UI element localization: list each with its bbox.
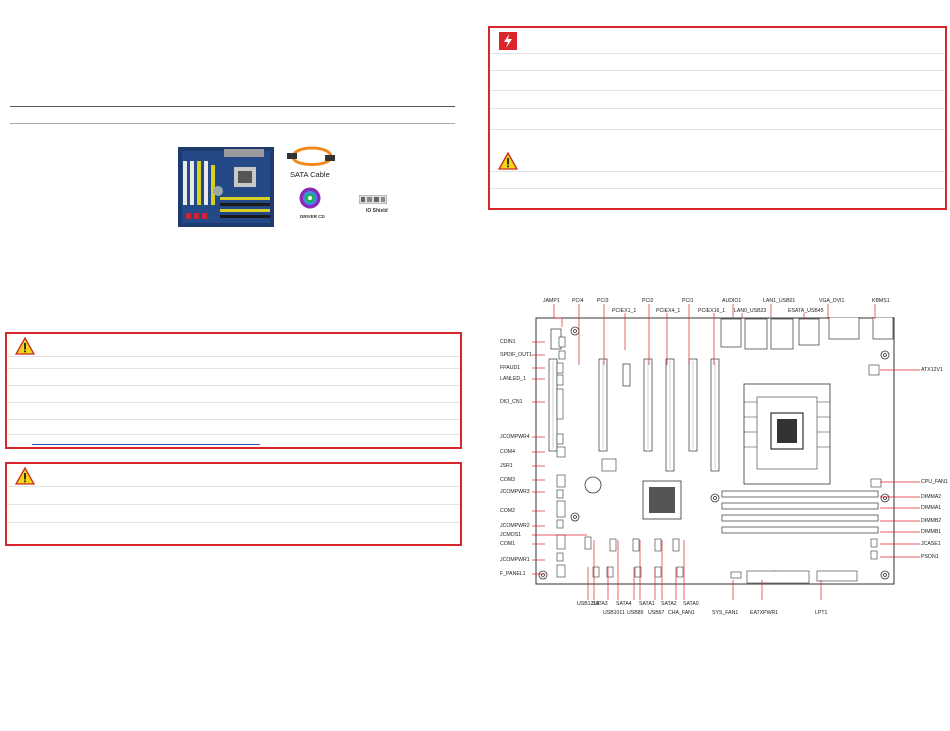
- label-lpt1: LPT1: [815, 610, 828, 616]
- io-shield-image: [359, 195, 387, 204]
- label-lan0-usb23: LAN0_USB23: [734, 308, 767, 314]
- warning-box-right: [488, 26, 947, 210]
- label-sys-fan1: SYS_FAN1: [712, 610, 739, 616]
- web-link[interactable]: [32, 444, 260, 445]
- label-kbms1: KBMS1: [872, 298, 890, 304]
- motherboard-photo: [178, 147, 274, 227]
- label-audio1: AUDIO1: [722, 298, 742, 304]
- label-sata2: SATA2: [661, 601, 677, 607]
- label-lan1-usb01: LAN1_USB01: [763, 298, 796, 304]
- label-cha-fan1: CHA_FAN1: [668, 610, 695, 616]
- label-dio-cn1: DIO_CN1: [500, 399, 523, 405]
- label-f-panel1: F_PANEL1: [500, 571, 526, 577]
- sata-cable-image: [287, 146, 335, 166]
- label-jcmos1: JCMOS1: [500, 532, 522, 538]
- label-com4: COM4: [500, 449, 515, 455]
- section-top-rule: [10, 106, 455, 107]
- driver-cd-label: DRIVER CD: [300, 214, 325, 219]
- label-lanled-1: LANLED_1: [500, 376, 526, 382]
- label-spdif-out1: SPDIF_OUT1: [500, 352, 532, 358]
- label-jcompwr1: JCOMPWR1: [500, 557, 530, 563]
- label-pci2: PCI2: [642, 298, 654, 304]
- label-jcompwr4: JCOMPWR4: [500, 434, 530, 440]
- label-sata4: SATA4: [616, 601, 632, 607]
- label-com1: COM1: [500, 541, 515, 547]
- warning-box-1: [5, 332, 462, 449]
- warning-box-2: [5, 462, 462, 546]
- label-jcompwr2: JCOMPWR2: [500, 523, 530, 529]
- caution-icon: [498, 152, 518, 170]
- label-usb1213: USB1213: [577, 601, 600, 607]
- label-sata0: SATA0: [683, 601, 699, 607]
- label-usb1011: USB1011: [603, 610, 625, 616]
- label-sata1: SATA1: [639, 601, 655, 607]
- electric-hazard-icon: [499, 32, 517, 50]
- label-eatxpwr1: EATXPWR1: [750, 610, 779, 616]
- caution-icon: [15, 467, 35, 485]
- label-pci3: PCI3: [597, 298, 609, 304]
- label-dimmb1: DIMMB1: [921, 529, 942, 535]
- label-vga-dvi1: VGA_DVI1: [819, 298, 845, 304]
- label-dimmb2: DIMMB2: [921, 518, 942, 524]
- label-pciex16-1: PCIEX16_1: [698, 308, 726, 314]
- label-jamp1: JAMP1: [543, 298, 560, 304]
- label-atx12v1: ATX12V1: [921, 367, 943, 373]
- label-jsr1: JSR1: [500, 463, 513, 469]
- label-leader-lines: [532, 304, 920, 600]
- motherboard-layout-diagram: [535, 317, 895, 585]
- label-dimma1: DIMMA1: [921, 505, 942, 511]
- label-com2: COM2: [500, 508, 515, 514]
- caution-icon: [15, 337, 35, 355]
- label-usb89: USB89: [627, 610, 644, 616]
- label-jcompwr3: JCOMPWR3: [500, 489, 530, 495]
- section-sub-rule: [10, 123, 455, 124]
- label-pson1: PSON1: [921, 554, 939, 560]
- label-sata3: SATA3: [592, 601, 608, 607]
- label-cdin1: CDIN1: [500, 339, 516, 345]
- label-com3: COM3: [500, 477, 515, 483]
- label-cpu-fan1: CPU_FAN1: [921, 479, 948, 485]
- label-jcase1: JCASE1: [921, 541, 941, 547]
- label-pciex1-1: PCIEX1_1: [612, 308, 637, 314]
- sata-cable-label: SATA Cable: [290, 170, 330, 179]
- label-esata-usb45: ESATA_USB45: [788, 308, 824, 314]
- label-fpaud1: FPAUD1: [500, 365, 521, 371]
- label-pci1: PCI1: [682, 298, 694, 304]
- label-pci4: PCI4: [572, 298, 584, 304]
- io-shield-label: IO Shield: [366, 208, 388, 214]
- driver-cd-image: [299, 187, 321, 209]
- label-usb67: USB67: [648, 610, 665, 616]
- label-dimma2: DIMMA2: [921, 494, 942, 500]
- label-pciex4-1: PCIEX4_1: [656, 308, 681, 314]
